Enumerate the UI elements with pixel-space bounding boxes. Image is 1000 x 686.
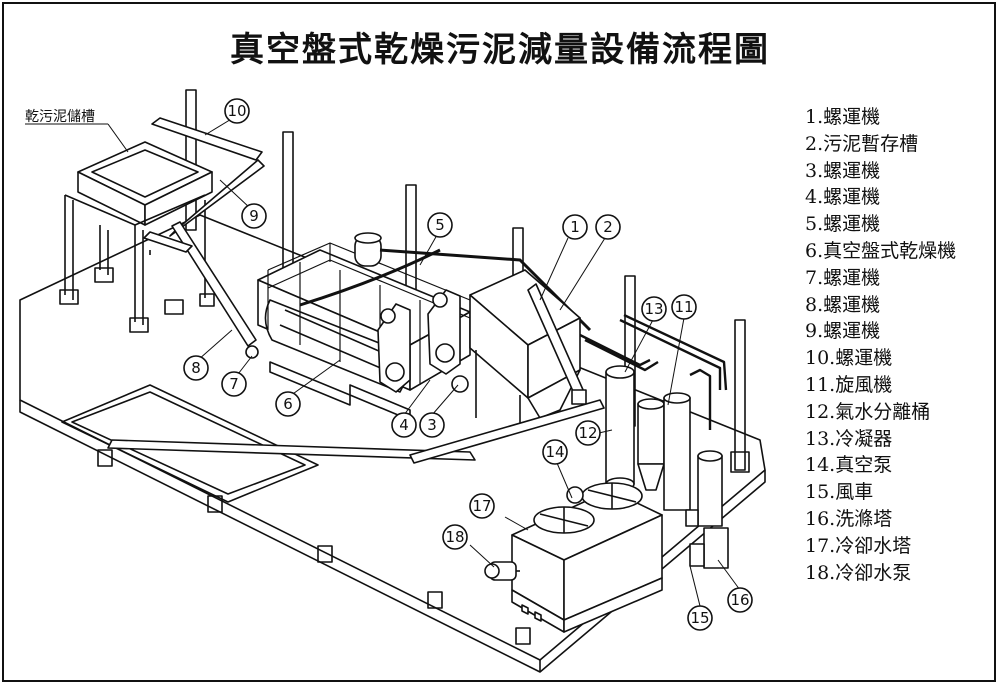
- callout-11: 11: [671, 294, 697, 320]
- legend-item: 6.真空盤式乾燥機: [805, 239, 957, 262]
- svg-text:11: 11: [674, 298, 693, 316]
- callout-2: 2: [595, 214, 621, 240]
- svg-text:17: 17: [472, 497, 491, 515]
- svg-text:6: 6: [283, 395, 293, 413]
- legend-item: 3.螺運機: [805, 159, 881, 182]
- page-title: 真空盤式乾燥污泥減量設備流程圖: [230, 30, 770, 70]
- vacuum-disc-dryer: [257, 232, 592, 421]
- screw-conveyors-left: [143, 117, 265, 359]
- legend-item: 13.冷凝器: [805, 427, 893, 450]
- svg-text:2: 2: [603, 218, 613, 236]
- discharge-conveyor: [107, 399, 605, 464]
- callout-1: 1: [562, 214, 588, 240]
- dried-sludge-storage-tank: [59, 141, 215, 333]
- callout-16: 16: [727, 587, 753, 613]
- svg-text:14: 14: [545, 443, 564, 461]
- svg-text:8: 8: [191, 359, 201, 377]
- legend-item: 4.螺運機: [805, 186, 881, 209]
- legend-item: 15.風車: [805, 481, 874, 504]
- storage-tank-tag: 乾污泥儲槽: [25, 109, 129, 153]
- svg-text:9: 9: [249, 207, 259, 225]
- condenser-cyclone-scrubber: [605, 365, 729, 569]
- svg-text:15: 15: [690, 609, 709, 627]
- legend-item: 9.螺運機: [805, 320, 881, 343]
- svg-text:7: 7: [229, 375, 239, 393]
- callout-5: 5: [427, 212, 453, 238]
- callout-14: 14: [542, 439, 568, 465]
- legend-item: 17.冷卻水塔: [805, 534, 912, 557]
- svg-text:13: 13: [644, 300, 663, 318]
- legend-item: 18.冷卻水泵: [805, 561, 912, 584]
- legend-item: 7.螺運機: [805, 266, 881, 289]
- sludge-temporary-tank: [469, 269, 587, 430]
- svg-text:3: 3: [427, 416, 437, 434]
- legend-item: 5.螺運機: [805, 213, 881, 236]
- svg-text:12: 12: [578, 424, 597, 442]
- legend-item: 14.真空泵: [805, 454, 893, 477]
- legend-item: 11.旋風機: [805, 373, 893, 396]
- legend-item: 2.污泥暫存槽: [805, 132, 919, 155]
- leader-lines: [197, 117, 741, 607]
- legend-item: 1.螺運機: [805, 106, 881, 128]
- svg-text:5: 5: [435, 216, 445, 234]
- cooling-water-pump: [484, 561, 520, 581]
- svg-text:4: 4: [399, 416, 409, 434]
- callout-13: 13: [641, 296, 667, 322]
- callout-9: 9: [241, 203, 267, 229]
- callout-18: 18: [442, 524, 468, 550]
- legend-item: 10.螺運機: [805, 347, 893, 370]
- svg-text:16: 16: [730, 591, 749, 609]
- process-piping: [579, 313, 728, 430]
- callout-4: 4: [391, 412, 417, 438]
- svg-text:1: 1: [570, 218, 580, 236]
- callout-10: 10: [224, 98, 250, 124]
- legend-item: 8.螺運機: [805, 293, 881, 316]
- svg-text:18: 18: [445, 528, 464, 546]
- legend-item: 12.氣水分離桶: [805, 400, 931, 423]
- svg-text:10: 10: [227, 102, 246, 120]
- callout-15: 15: [687, 605, 713, 631]
- equipment-legend: 1.螺運機 2.污泥暫存槽 3.螺運機 4.螺運機 5.螺運機 6.真空盤式乾燥…: [805, 104, 995, 586]
- callout-12: 12: [575, 420, 601, 446]
- svg-text:乾污泥儲槽: 乾污泥儲槽: [25, 109, 95, 125]
- callout-17: 17: [469, 493, 495, 519]
- callout-8: 8: [183, 355, 209, 381]
- legend-item: 16.洗滌塔: [805, 507, 893, 530]
- callout-3: 3: [419, 412, 445, 438]
- cooling-tower: [511, 482, 663, 633]
- callout-7: 7: [221, 371, 247, 397]
- callout-6: 6: [275, 391, 301, 417]
